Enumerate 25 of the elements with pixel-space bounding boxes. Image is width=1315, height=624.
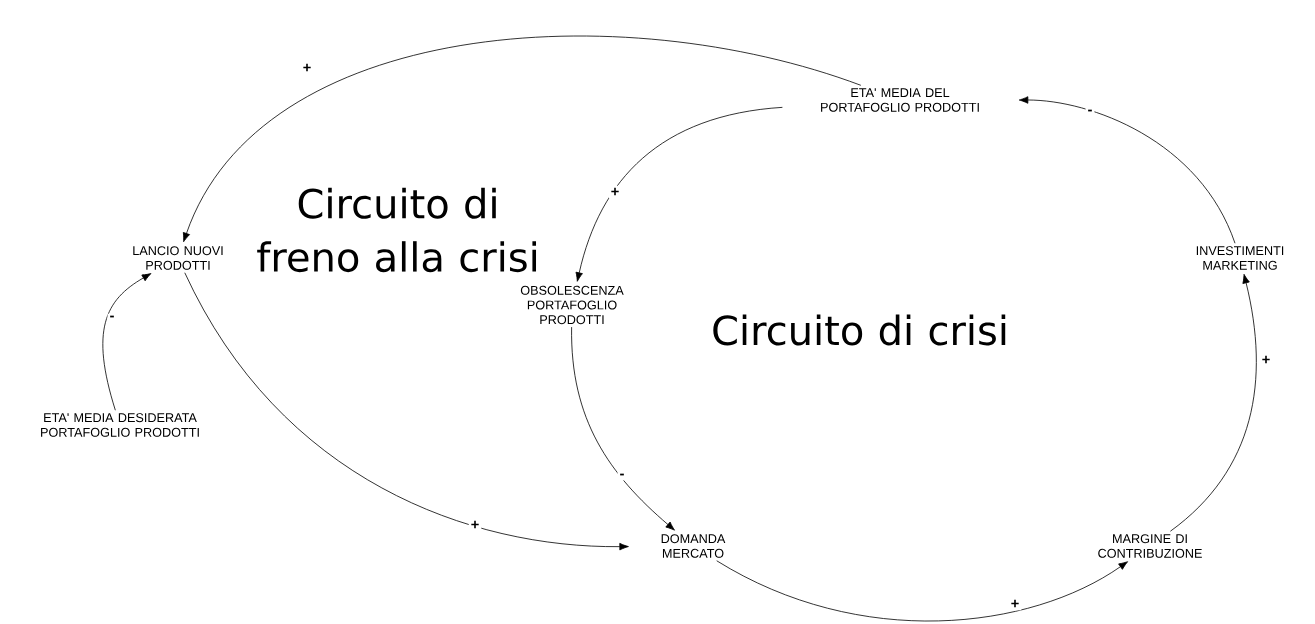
variable-label: DOMANDA MERCATO	[661, 534, 726, 558]
arrow	[1169, 273, 1257, 532]
variable-label: ETA' MEDIA DEL PORTAFOGLIO PRODOTTI	[821, 88, 979, 112]
arrow	[102, 273, 152, 411]
variable-label: ETA' MEDIA DESIDERATA PORTAFOGLIO PRODOTTI	[41, 413, 199, 437]
variable-label: MARGINE DI CONTRIBUZIONE	[1098, 534, 1202, 558]
polarity-sign: +	[300, 61, 314, 75]
arrow	[716, 560, 1128, 622]
variable-label: OBSOLESCENZA PORTAFOGLIO PRODOTTI	[520, 285, 624, 325]
variable-label: LANCIO NUOVI PRODOTTI	[133, 246, 223, 270]
loop-title: Circuito di crisi	[713, 314, 1006, 346]
arrow	[1018, 96, 1236, 244]
arrow	[182, 35, 862, 243]
variable-label: INVESTIMENTI MARKETING	[1196, 246, 1284, 270]
polarity-sign: -	[617, 471, 627, 481]
loop-title: Circuito di freno alla crisi	[257, 187, 536, 273]
polarity-sign: +	[1259, 353, 1273, 367]
polarity-sign: +	[608, 185, 622, 199]
polarity-sign: +	[1008, 597, 1022, 611]
polarity-sign: +	[468, 518, 482, 532]
polarity-sign: -	[107, 313, 117, 323]
arrow	[184, 272, 629, 551]
arrow	[571, 326, 675, 531]
polarity-sign: -	[1085, 107, 1095, 117]
arrow	[575, 106, 783, 282]
